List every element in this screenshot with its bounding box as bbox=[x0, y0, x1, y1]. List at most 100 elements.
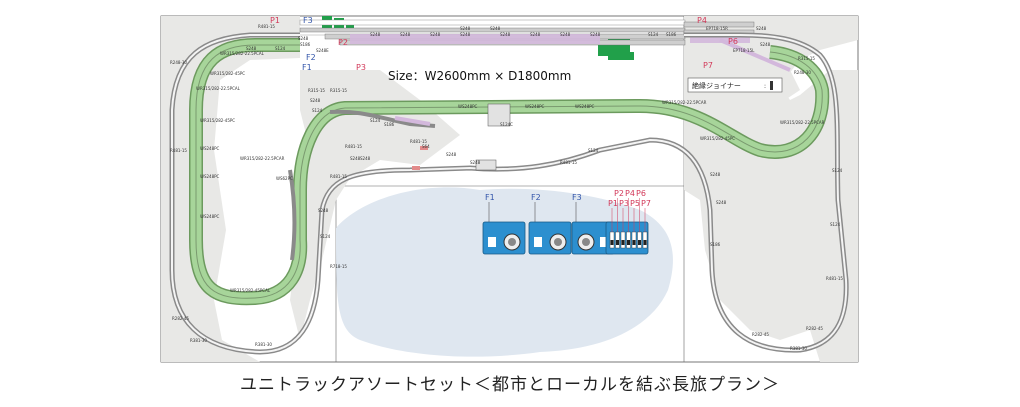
joiner-legend-label: 絶縁ジョイナー bbox=[692, 81, 741, 90]
power-point-label: P1 bbox=[270, 16, 280, 25]
track-label: R481-15 bbox=[258, 24, 275, 29]
track-label: WR315/282-45PCAL bbox=[230, 288, 271, 293]
track-label: S248 bbox=[500, 32, 511, 37]
track-label: WR315/282-22.5PCAR bbox=[240, 156, 285, 161]
feeder-label: F2 bbox=[306, 53, 316, 62]
switch-label: P2 bbox=[614, 189, 624, 198]
track-label: S248 bbox=[560, 32, 571, 37]
power-point-label: P2 bbox=[338, 38, 348, 47]
track-label: S248E bbox=[316, 48, 329, 53]
track-label: WS248PC bbox=[200, 146, 220, 151]
track-label: R248-30 bbox=[170, 60, 187, 65]
track-label: R315-15 bbox=[330, 88, 347, 93]
switch-lever-knob bbox=[621, 240, 625, 245]
switch-box bbox=[605, 198, 649, 255]
track-label: R315-15 bbox=[308, 88, 325, 93]
track-label: R481-15 bbox=[345, 144, 362, 149]
track-label: S186 bbox=[384, 122, 395, 127]
plan-markers: P1 F3 F2 F1 P2 P3 P4 P6 P7 bbox=[270, 16, 738, 72]
track-label: R381-30 bbox=[190, 338, 207, 343]
track-label: R481-15 bbox=[330, 174, 347, 179]
size-text: Size：W2600mm × D1800mm bbox=[388, 69, 571, 83]
track-label: S248 bbox=[446, 152, 457, 157]
switch-label: P1 bbox=[608, 199, 618, 208]
track-label: S248 bbox=[530, 32, 541, 37]
track-label: WS248PC bbox=[575, 104, 595, 109]
track-label: S248 bbox=[716, 200, 727, 205]
controller-f2: F2 bbox=[528, 193, 572, 255]
branch-track-pink bbox=[394, 116, 431, 126]
track-label: S248 bbox=[400, 32, 411, 37]
track-label: S186 bbox=[300, 42, 311, 47]
track-label: S248 bbox=[490, 26, 501, 31]
track-label: S124 bbox=[832, 168, 843, 173]
bridge-block bbox=[475, 159, 497, 171]
track-label: R718-15 bbox=[330, 264, 347, 269]
track-label: R315-15 bbox=[798, 56, 815, 61]
station-tracks bbox=[299, 19, 755, 46]
track-label: WR315/282-22.5PCAL bbox=[196, 86, 241, 91]
track-label: S248 bbox=[430, 32, 441, 37]
switch-lever-knob bbox=[643, 240, 647, 245]
track-label: WR315/282-45PC bbox=[700, 136, 735, 141]
switch-label: P6 bbox=[636, 189, 646, 198]
track-label: S248 bbox=[756, 26, 767, 31]
track-label: EP718-15L bbox=[733, 48, 755, 53]
switch-label: P4 bbox=[625, 189, 635, 198]
track-label: WR315/282-45PC bbox=[210, 71, 245, 76]
track-label: R282-45 bbox=[172, 316, 189, 321]
joiner-legend: 絶縁ジョイナー : bbox=[687, 77, 783, 93]
feeder-label: F1 bbox=[302, 63, 312, 72]
track-label: S124 bbox=[312, 108, 323, 113]
scenery-area bbox=[290, 70, 460, 340]
track-label: WS248PC bbox=[200, 174, 220, 179]
joiner-legend-icon bbox=[770, 81, 773, 90]
track-label: S248 bbox=[590, 32, 601, 37]
switch-label: P5 bbox=[630, 199, 640, 208]
track-label: S64 bbox=[422, 144, 430, 149]
track-label: S124C bbox=[500, 122, 513, 127]
track-label: R481-15 bbox=[170, 148, 187, 153]
track-label: R481-15 bbox=[410, 139, 427, 144]
track-label: EP718-15R bbox=[706, 26, 728, 31]
track-label: S248 bbox=[310, 98, 321, 103]
track-label: R481-15 bbox=[826, 276, 843, 281]
caption: ユニトラックアソートセット＜都市とローカルを結ぶ長旅プラン＞ bbox=[240, 375, 780, 395]
double-track-center bbox=[195, 44, 823, 299]
bridge-block bbox=[487, 103, 511, 127]
track-label: S186 bbox=[710, 242, 721, 247]
power-point-label: P6 bbox=[728, 37, 738, 46]
track-label: S248 bbox=[460, 26, 471, 31]
track-label: S124 bbox=[648, 32, 659, 37]
track-label: S248 bbox=[318, 208, 329, 213]
track-label: S248 bbox=[470, 160, 481, 165]
joiner-marker bbox=[412, 166, 420, 170]
track-label: S248 bbox=[246, 46, 257, 51]
controller-label: F2 bbox=[531, 193, 541, 202]
track-label: S248 bbox=[350, 156, 361, 161]
track-label: S248 bbox=[760, 42, 771, 47]
joiner-marker bbox=[420, 146, 428, 150]
controller-f3: F3 bbox=[571, 193, 615, 255]
track-label: S124 bbox=[830, 222, 841, 227]
switch-lever-knob bbox=[616, 240, 619, 245]
switch-lever-knob bbox=[627, 240, 630, 245]
svg-text::: : bbox=[764, 83, 766, 90]
track-label: WS62PC bbox=[276, 176, 293, 181]
track-label: WR315/282-22.5PCAR bbox=[662, 100, 707, 105]
track-label: WR315/282-45PC bbox=[200, 118, 235, 123]
track-label: S248 bbox=[370, 32, 381, 37]
scenery-area bbox=[684, 16, 858, 362]
controller-label: F1 bbox=[485, 193, 495, 202]
power-point-label: P4 bbox=[697, 16, 707, 25]
track-label: S124 bbox=[370, 118, 381, 123]
controller-label: F3 bbox=[572, 193, 582, 202]
track-label: S124 bbox=[275, 46, 286, 51]
branch-track bbox=[329, 109, 436, 128]
track-label: R381-30 bbox=[255, 342, 272, 347]
track-label: S124 bbox=[320, 234, 331, 239]
switch-label: P3 bbox=[619, 199, 629, 208]
